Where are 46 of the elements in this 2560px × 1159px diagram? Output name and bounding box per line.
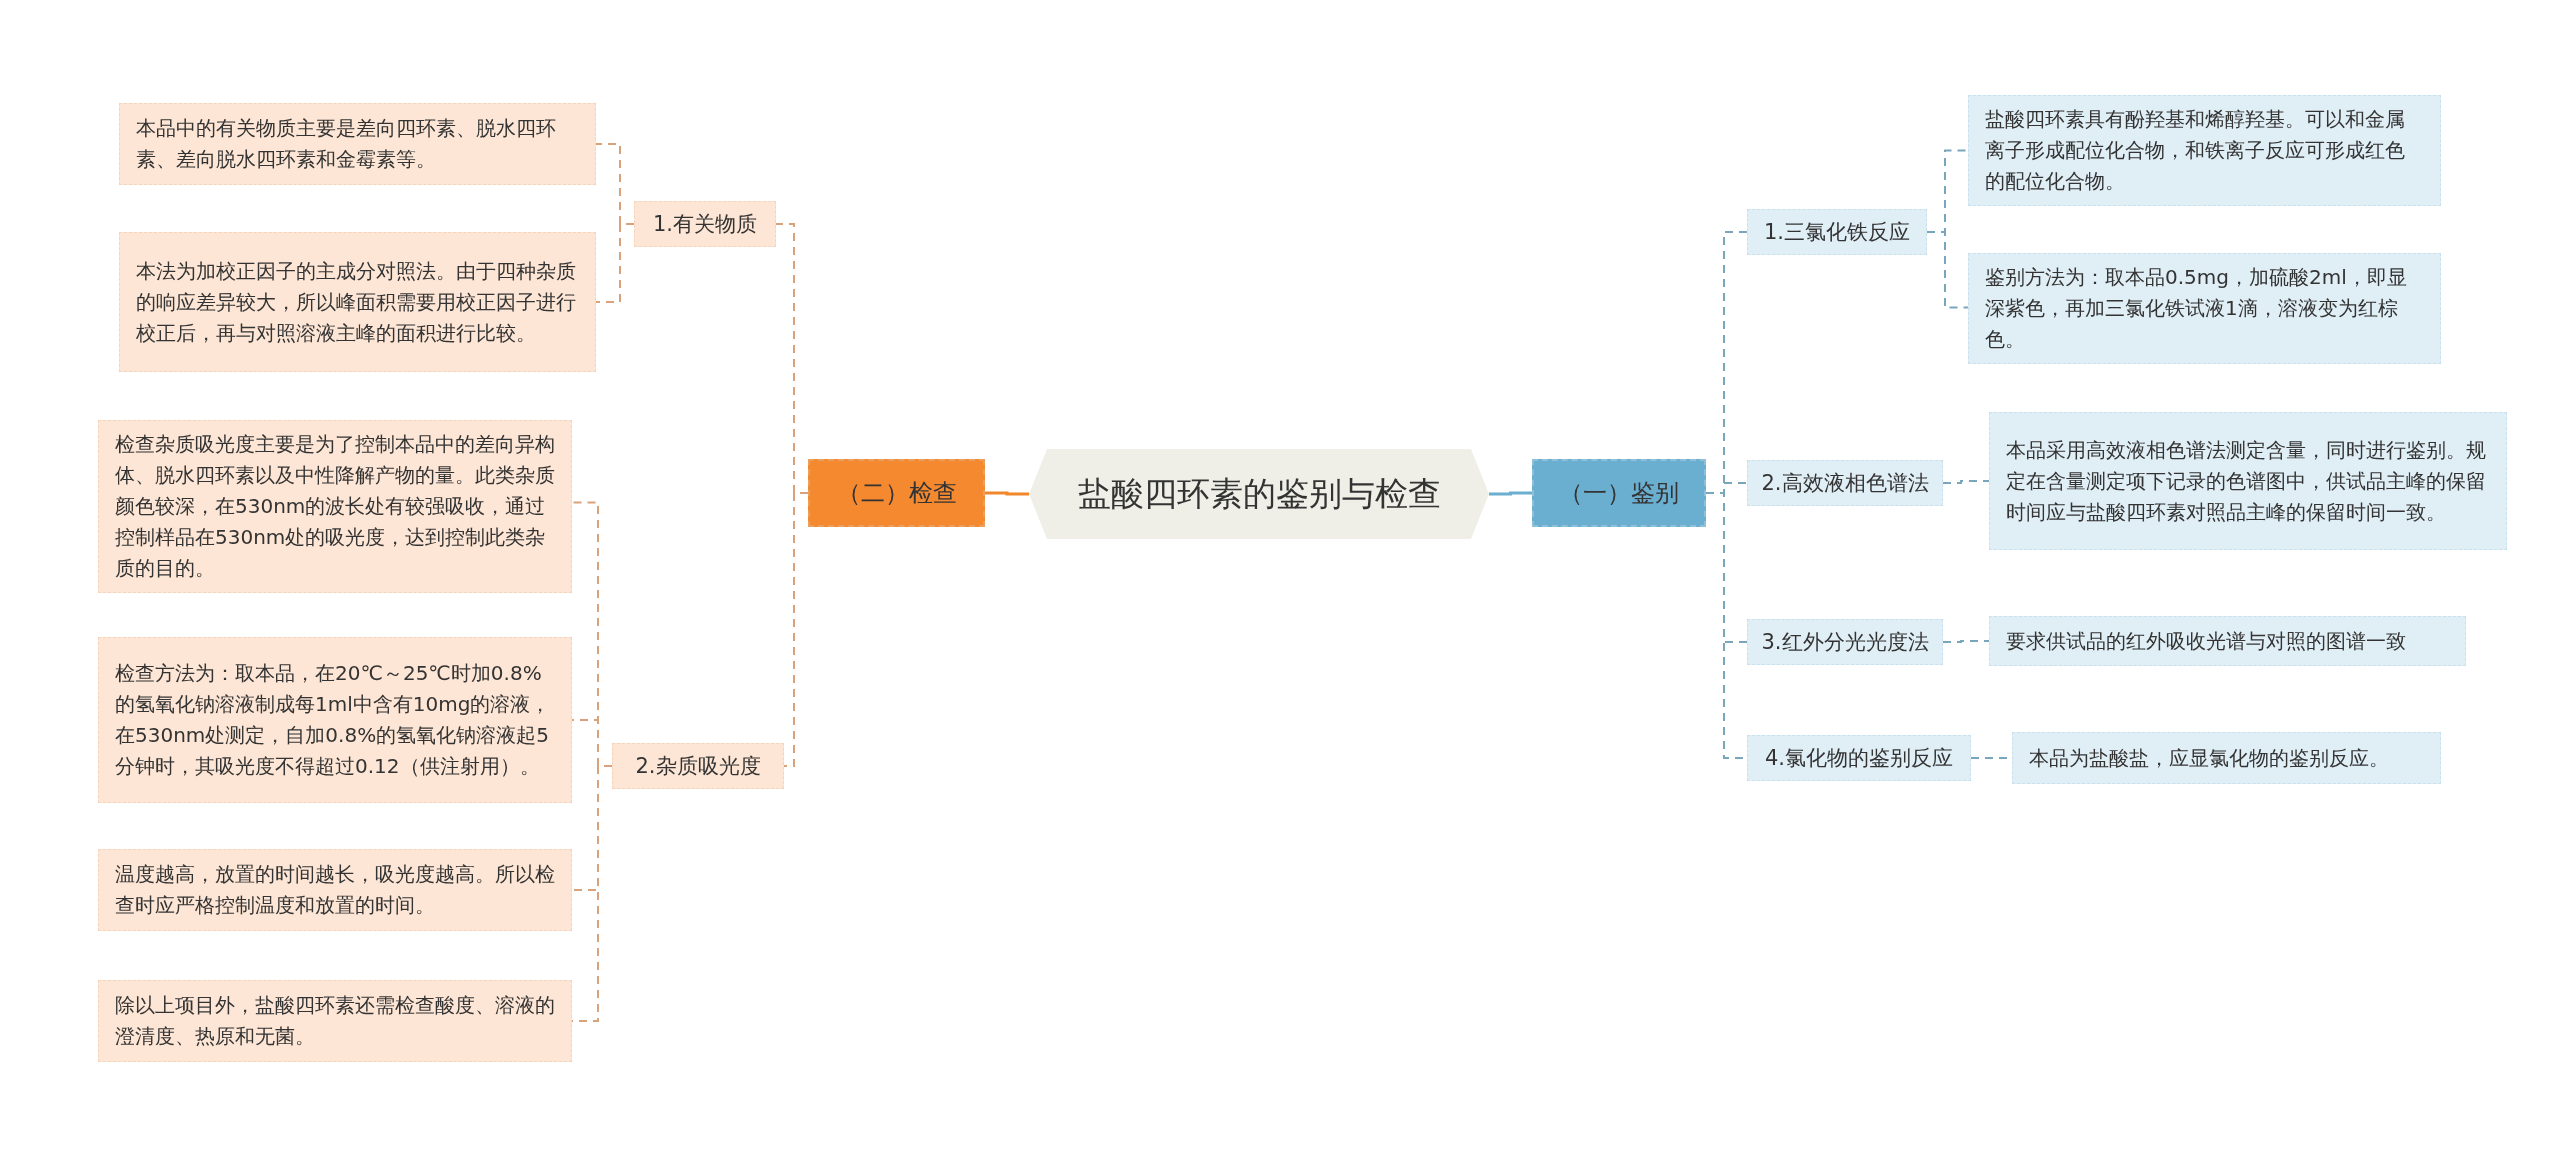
note-text: 除以上项目外，盐酸四环素还需检查酸度、溶液的澄清度、热原和无菌。 (115, 992, 555, 1050)
note-box (98, 420, 572, 593)
note-text: 温度越高，放置的时间越长，吸光度越高。所以检查时应严格控制温度和放置的时间。 (115, 861, 555, 919)
note-text: 本品为盐酸盐，应显氯化物的鉴别反应。 (2029, 744, 2389, 772)
note-text: 检查方法为：取本品，在20℃～25℃时加0.8%的氢氧化钠溶液制成每1ml中含有10mg的溶液，在530nm处测定，自加0.8%的氢氧化钠溶液起5分钟时，其吸光度不得超过0.12（供注射用）。 (115, 660, 552, 780)
topic-box (612, 743, 784, 789)
connector (595, 223, 635, 303)
branch-label: （一）鉴别 (1559, 478, 1679, 509)
note-box (1968, 253, 2441, 364)
note-box (1989, 616, 2466, 666)
connector (985, 491, 1029, 496)
note-text: 盐酸四环素具有酚羟基和烯醇羟基。可以和金属离子形成配位化合物，和铁离子反应可形成红色的配位化合物。 (1985, 106, 2406, 195)
note-box (1968, 95, 2441, 206)
topic-box (1747, 735, 1971, 781)
connector (1489, 491, 1532, 496)
topic-label: 2.杂质吸光度 (635, 753, 761, 780)
branch-box (808, 459, 985, 527)
topic-box (1747, 460, 1943, 506)
note-text: 本品中的有关物质主要是差向四环素、脱水四环素、差向脱水四环素和金霉素等。 (136, 115, 557, 173)
note-box (98, 849, 572, 931)
branch-box (1532, 459, 1706, 527)
note-box (2012, 732, 2441, 784)
note-box (98, 637, 572, 803)
topic-box (1747, 619, 1943, 665)
topic-label: 1.有关物质 (652, 211, 757, 238)
topic-label: 3.红外分光光度法 (1761, 629, 1929, 656)
note-box (98, 980, 572, 1062)
note-text: 本法为加校正因子的主成分对照法。由于四种杂质的响应差异较大，所以峰面积需要用校正因子进行校正后，再与对照溶液主峰的面积进行比较。 (136, 257, 577, 347)
note-text: 要求供试品的红外吸收光谱与对照的图谱一致 (2006, 627, 2406, 655)
topic-box (634, 201, 776, 247)
connector (1942, 640, 1990, 643)
connector (1926, 231, 1969, 309)
note-text: 本品采用高效液相色谱法测定含量，同时进行鉴别。规定在含量测定项下记录的色谱图中，供试品主峰的保留时间应与盐酸四环素对照品主峰的保留时间一致。 (2006, 436, 2487, 526)
topic-label: 4.氯化物的鉴别反应 (1764, 745, 1953, 772)
connector (783, 492, 809, 767)
note-text: 鉴别方法为：取本品0.5mg，加硫酸2ml，即显深紫色，再加三氯化铁试液1滴，溶液变为红棕色。 (1985, 264, 2408, 353)
topic-label: 2.高效液相色谱法 (1761, 470, 1929, 497)
topic-box (1747, 209, 1927, 255)
branch-label: （二）检查 (836, 478, 957, 509)
connector (1942, 480, 1990, 484)
central-topic-text: 盐酸四环素的鉴别与检查 (1077, 472, 1441, 515)
note-text: 检查杂质吸光度主要是为了控制本品中的差向异构体、脱水四环素以及中性降解产物的量。此类杂质颜色较深，在530nm的波长处有较强吸收，通过控制样品在530nm处的吸光度，达到控制此类杂质的目的。 (115, 431, 555, 582)
note-box (119, 232, 596, 372)
note-box (119, 103, 596, 185)
topic-label: 1.三氯化铁反应 (1763, 219, 1910, 246)
note-box (1989, 412, 2507, 550)
